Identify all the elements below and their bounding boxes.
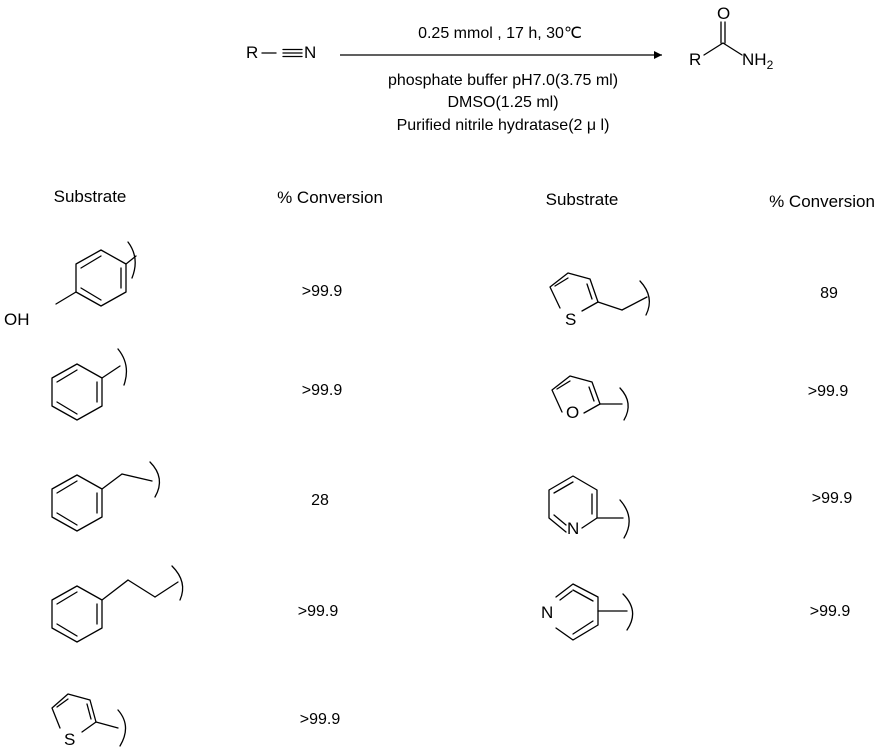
pyridine-n-label: N: [541, 603, 553, 622]
conditions-line-3: Purified nitrile hydratase(2 μ l): [397, 117, 610, 134]
aromatic-bond: [554, 277, 569, 287]
product-o-label: O: [717, 4, 730, 23]
aromatic-bond: [553, 514, 567, 526]
chain-bond: [121, 473, 153, 482]
attachment-bond: [95, 721, 119, 729]
aromatic-bond: [56, 480, 78, 494]
header-conversion-left: % Conversion: [277, 188, 383, 207]
conditions-line-1: phosphate buffer pH7.0(3.75 ml): [388, 72, 618, 89]
aromatic-bond: [559, 590, 573, 601]
benzene-ring: [51, 474, 103, 532]
aromatic-bond: [80, 255, 102, 269]
attachment-wavy: [639, 280, 651, 316]
conditions-line-2: DMSO(1.25 ml): [447, 94, 558, 111]
aromatic-bond: [586, 283, 593, 300]
aromatic-bond: [588, 386, 595, 402]
reactant-nitrile: R N: [246, 43, 316, 62]
conditions-above: 0.25 mmol , 17 h, 30℃: [418, 25, 582, 42]
aromatic-bond: [553, 481, 574, 494]
benzene-ring: [75, 249, 127, 307]
attachment-wavy: [127, 241, 136, 279]
aromatic-bond: [80, 287, 102, 301]
aromatic-bond: [56, 698, 69, 708]
product-r-label: R: [689, 50, 701, 69]
conversion-left-3: 28: [311, 492, 329, 509]
conversion-left-5: >99.9: [300, 711, 341, 728]
single-bond: [703, 42, 724, 56]
single-bond: [722, 42, 743, 56]
attachment-wavy: [619, 499, 630, 539]
aromatic-bond: [572, 620, 594, 635]
substrate-3-phenylpropyl: [51, 565, 184, 643]
attachment-wavy: [619, 387, 629, 421]
chain-bond: [621, 296, 648, 311]
substrate-2-furyl: O: [551, 375, 629, 422]
conversion-left-2: >99.9: [302, 382, 343, 399]
chain-bond: [127, 579, 156, 598]
conversion-right-4: >99.9: [810, 603, 851, 620]
attachment-wavy: [117, 709, 127, 747]
substrate-4-pyridyl: N: [541, 583, 634, 641]
reactant-r-label: R: [246, 43, 258, 62]
substrate-2-thienyl: S: [51, 693, 127, 749]
conversion-right-1: 89: [820, 285, 838, 302]
conversion-right-3: >99.9: [812, 490, 853, 507]
benzene-ring: [51, 585, 103, 643]
substrate-4-hydroxybenzyl: OH: [4, 241, 137, 329]
attachment-wavy: [171, 565, 184, 601]
aromatic-bond: [56, 623, 78, 637]
chain-bond: [154, 581, 179, 598]
ring-bond: [581, 301, 599, 312]
thiophene-ring: [549, 272, 599, 309]
thiophene-ring: [51, 693, 97, 729]
header-substrate-right: Substrate: [546, 190, 619, 209]
chain-bond: [597, 301, 623, 311]
oh-bond: [55, 291, 77, 305]
conversion-right-2: >99.9: [808, 383, 849, 400]
thiophene-s-label: S: [64, 730, 75, 749]
thiophene-s-label: S: [565, 310, 576, 329]
benzene-ring: [51, 363, 103, 421]
product-nh-label: NH2: [742, 50, 774, 72]
ring-bond: [583, 403, 601, 414]
attachment-wavy: [622, 593, 634, 631]
ring-bond: [81, 721, 97, 733]
oh-label: OH: [4, 310, 30, 329]
chain-bond: [101, 473, 123, 490]
furan-ring: [551, 375, 601, 413]
attachment-wavy: [149, 461, 161, 498]
product-amide: R O NH2: [689, 4, 774, 72]
aromatic-bond: [556, 380, 571, 390]
reactant-n-label: N: [304, 43, 316, 62]
substrate-2-phenylethyl: [51, 461, 161, 532]
conversion-left-4: >99.9: [298, 603, 339, 620]
conversion-left-1: >99.9: [302, 283, 343, 300]
header-conversion-right: % Conversion: [769, 192, 875, 211]
pyridine-n-label: N: [567, 519, 579, 538]
aromatic-bond: [86, 703, 92, 720]
aromatic-bond: [56, 401, 78, 415]
attachment-wavy: [117, 348, 128, 386]
attachment-bond: [101, 365, 121, 379]
substrate-2-pyridyl: N: [548, 475, 630, 539]
aromatic-bond: [56, 591, 78, 605]
furan-o-label: O: [566, 403, 579, 422]
substrate-benzyl: [51, 348, 128, 421]
aromatic-bond: [572, 589, 594, 602]
aromatic-bond: [56, 369, 78, 383]
chain-bond: [101, 579, 129, 601]
substrate-2-thienylethyl: S: [549, 272, 651, 329]
header-substrate-left: Substrate: [54, 187, 127, 206]
aromatic-bond: [56, 512, 78, 526]
